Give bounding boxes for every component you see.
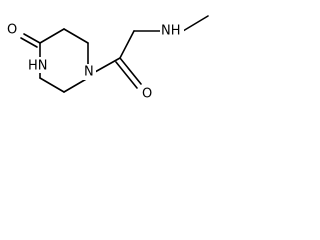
atom-label-ring-n: N (84, 65, 94, 80)
label-bg-o-ring (5, 23, 19, 39)
label-bg-hn (27, 57, 51, 73)
bond-lines (20, 15, 209, 93)
atom-labels: O HN N NH O (5, 22, 184, 102)
bond-nh-methyl (182, 15, 209, 32)
bond-amide-c-ch2 (119, 30, 135, 59)
atom-label-ring-nh: HN (28, 59, 48, 74)
label-bg-n (82, 64, 96, 80)
bond-ring-carbonyl-ch2 (39, 28, 65, 44)
bond-ring-n-ch2-lower (63, 77, 89, 93)
bond-amide-c-o-2 (115, 61, 138, 89)
bond-ring-ch2-n (63, 28, 89, 44)
atom-label-oxygen-ring: O (7, 23, 17, 38)
bond-ring-lower-ch2-ch2 (39, 77, 65, 93)
atom-label-chain-nh: NH (161, 24, 181, 39)
bond-ring-c-o-1 (23, 33, 41, 44)
label-bg-nh (160, 22, 184, 38)
bond-amide-c-o-1 (119, 57, 142, 85)
bond-ring-c-o-2 (20, 37, 38, 48)
atom-label-oxygen-chain: O (142, 87, 152, 102)
molecule-structure-diagram: O HN N NH O (5, 15, 209, 102)
label-bg-o-chain (140, 86, 154, 102)
bond-n-amide-c (94, 57, 121, 73)
